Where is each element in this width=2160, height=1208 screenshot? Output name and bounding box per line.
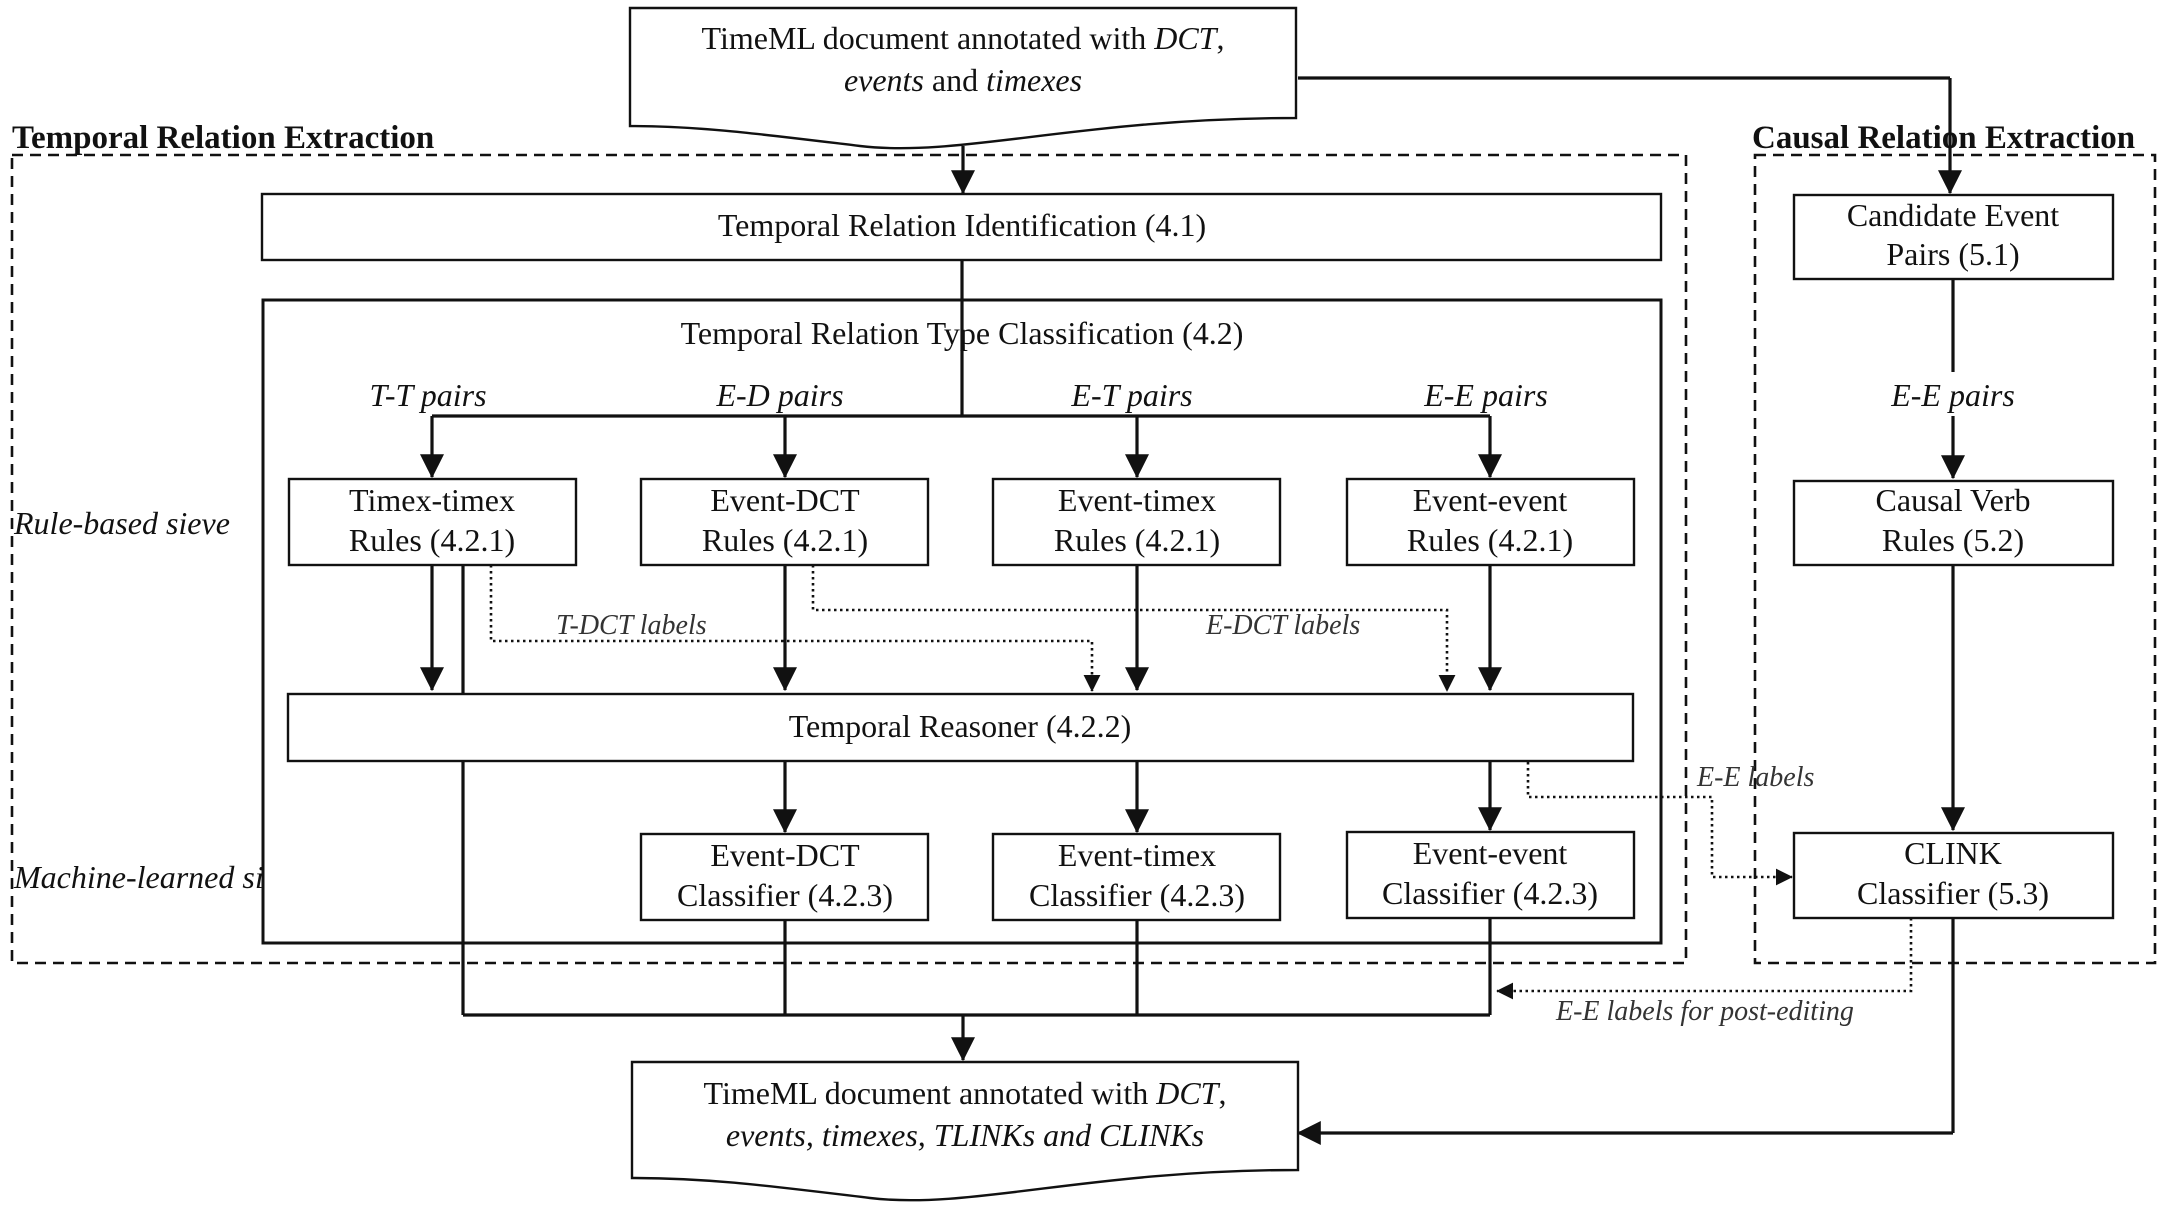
rule-based-sieve-label: Rule-based sieve bbox=[13, 505, 230, 541]
output-doc-line2: events, timexes, TLINKs and CLINKs bbox=[726, 1117, 1204, 1153]
event-timex-rules-l1: Event-timex bbox=[1058, 482, 1216, 518]
clink-classifier-l2: Classifier (5.3) bbox=[1857, 875, 2049, 911]
timex-timex-rules-l1: Timex-timex bbox=[349, 482, 515, 518]
temporal-reasoner-label: Temporal Reasoner (4.2.2) bbox=[789, 708, 1132, 744]
event-dct-rules-l2: Rules (4.2.1) bbox=[702, 522, 868, 558]
solid-flow-lines bbox=[420, 76, 1965, 1145]
causal-extraction-region bbox=[1753, 153, 2157, 965]
causal-boxes: Candidate Event Pairs (5.1) Causal Verb … bbox=[1792, 193, 2115, 920]
event-event-classifier-l2: Classifier (4.2.3) bbox=[1382, 875, 1598, 911]
causal-region-title: Causal Relation Extraction bbox=[1752, 120, 2135, 156]
event-timex-classifier-l1: Event-timex bbox=[1058, 837, 1216, 873]
causal-ee-pairs-label: E-E pairs bbox=[1890, 377, 2015, 413]
ed-pairs-label: E-D pairs bbox=[715, 377, 843, 413]
input-doc-line2: events and timexes bbox=[844, 62, 1082, 98]
temporal-identification-label: Temporal Relation Identification (4.1) bbox=[718, 207, 1206, 243]
et-pairs-label: E-T pairs bbox=[1070, 377, 1192, 413]
event-dct-classifier-l1: Event-DCT bbox=[710, 837, 860, 873]
dotted-flow-lines bbox=[489, 565, 1913, 1000]
rule-boxes: Timex-timex Rules (4.2.1) Event-DCT Rule… bbox=[287, 477, 1636, 567]
ee-pairs-label: E-E pairs bbox=[1423, 377, 1548, 413]
temporal-region-title: Temporal Relation Extraction bbox=[12, 120, 434, 156]
timex-timex-rules-l2: Rules (4.2.1) bbox=[349, 522, 515, 558]
temporal-reasoner-box bbox=[286, 692, 1635, 763]
event-dct-classifier-l2: Classifier (4.2.3) bbox=[677, 877, 893, 913]
tt-pairs-label: T-T pairs bbox=[369, 377, 486, 413]
event-timex-classifier-l2: Classifier (4.2.3) bbox=[1029, 877, 1245, 913]
causal-verb-rules-l2: Rules (5.2) bbox=[1882, 522, 2024, 558]
temporal-identification-box bbox=[260, 192, 1663, 262]
candidate-pairs-l2: Pairs (5.1) bbox=[1886, 236, 2019, 272]
post-editing-labels: E-E labels for post-editing bbox=[1555, 996, 1854, 1027]
machine-learned-sieve-label: Machine-learned sieve bbox=[13, 859, 306, 895]
e-dct-labels: E-DCT labels bbox=[1205, 610, 1360, 641]
temporal-extraction-region bbox=[10, 153, 1688, 965]
classifier-boxes: Event-DCT Classifier (4.2.3) Event-timex… bbox=[639, 830, 1636, 922]
causal-verb-rules-l1: Causal Verb bbox=[1876, 482, 2031, 518]
event-event-rules-l2: Rules (4.2.1) bbox=[1407, 522, 1573, 558]
causal-pairs-label-bg bbox=[1880, 372, 2030, 416]
input-doc-line1: TimeML document annotated with DCT, bbox=[702, 20, 1225, 56]
event-dct-rules-l1: Event-DCT bbox=[710, 482, 860, 518]
clink-classifier-l1: CLINK bbox=[1904, 835, 2002, 871]
e-e-labels: E-E labels bbox=[1696, 762, 1815, 793]
output-document bbox=[630, 1060, 1300, 1202]
event-timex-rules-l2: Rules (4.2.1) bbox=[1054, 522, 1220, 558]
output-doc-line1: TimeML document annotated with DCT, bbox=[704, 1075, 1227, 1111]
input-document bbox=[628, 6, 1298, 150]
t-dct-labels: T-DCT labels bbox=[556, 610, 707, 641]
event-event-classifier-l1: Event-event bbox=[1413, 835, 1568, 871]
event-event-rules-l1: Event-event bbox=[1413, 482, 1568, 518]
candidate-pairs-l1: Candidate Event bbox=[1847, 197, 2059, 233]
